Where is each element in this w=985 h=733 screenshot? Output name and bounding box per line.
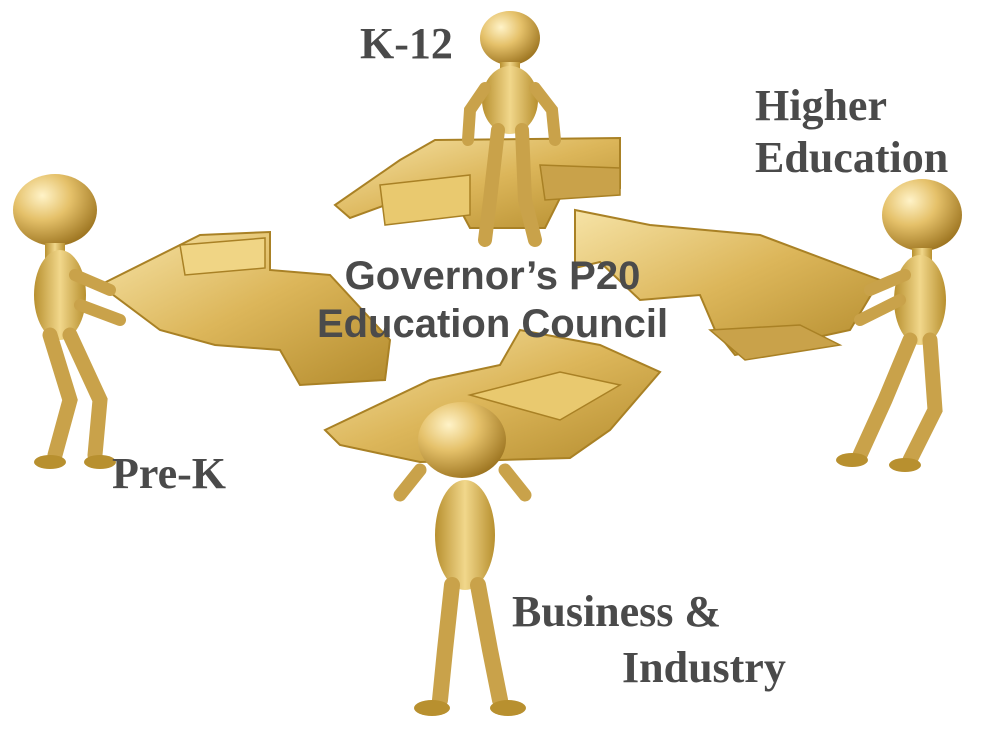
puzzle-piece-bottom: [323, 328, 662, 464]
figure-k12: [462, 11, 561, 247]
puzzle-piece-top: [333, 136, 621, 229]
figure-pre-k: [13, 174, 126, 469]
label-business-industry-line-2: Industry: [622, 643, 786, 692]
label-business-industry: Business & Industry: [512, 584, 786, 696]
figure-business-industry: [393, 402, 532, 716]
council-title: Governor’s P20 Education Council: [300, 252, 685, 348]
council-title-line-1: Governor’s P20: [344, 254, 641, 298]
label-k12: K-12: [360, 19, 453, 68]
puzzle-piece-right: [574, 208, 882, 361]
figure-higher-education: [836, 179, 962, 472]
label-higher-education-line-1: Higher: [755, 81, 887, 130]
label-higher-education: Higher Education: [755, 80, 948, 184]
label-pre-k: Pre-K: [112, 449, 227, 498]
label-higher-education-line-2: Education: [755, 133, 949, 182]
puzzle-piece-left: [98, 230, 392, 387]
label-business-industry-line-1: Business &: [512, 587, 722, 636]
council-title-line-2: Education Council: [316, 302, 669, 346]
